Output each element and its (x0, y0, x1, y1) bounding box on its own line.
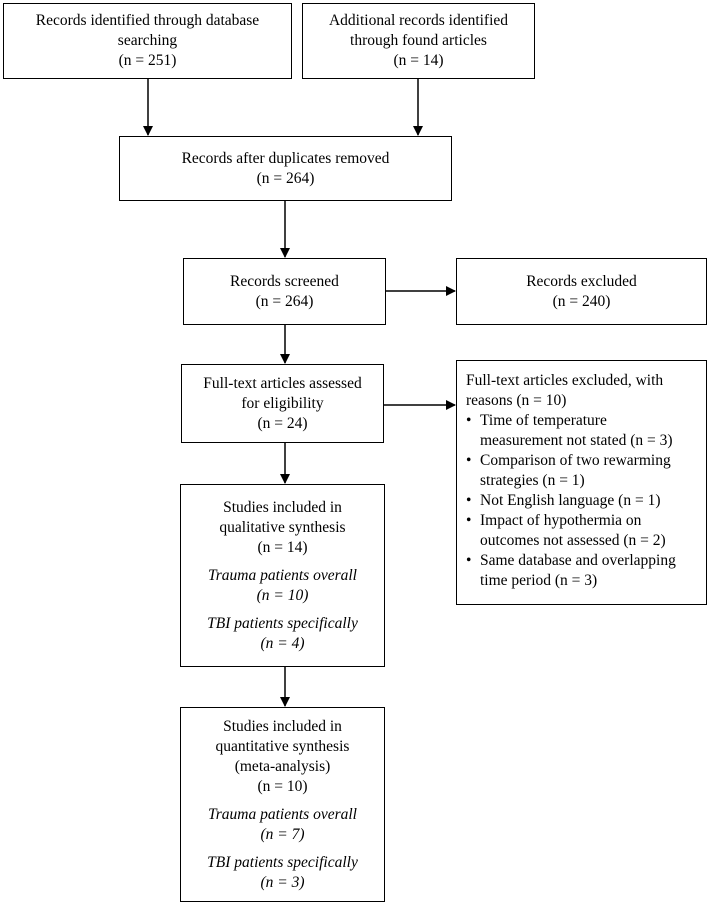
quant-tbi-label: TBI patients specifically (207, 853, 358, 871)
qual-tbi-label: TBI patients specifically (207, 614, 358, 632)
dup-count: (n = 264) (256, 169, 315, 187)
quant-line1: Studies included in (223, 717, 342, 735)
ft-line1: Full-text articles assessed (203, 374, 362, 392)
qual-trauma-label: Trauma patients overall (208, 566, 357, 584)
add-line2: through found articles (350, 32, 487, 49)
box-records-excluded: Records excluded (n = 240) (456, 258, 707, 325)
reason-item: Time of temperature measurement not stat… (466, 411, 676, 451)
scr-count: (n = 264) (255, 292, 314, 310)
scr-line1: Records screened (230, 272, 339, 290)
qual-tbi-count: (n = 4) (260, 634, 305, 652)
quant-tbi-count: (n = 3) (260, 873, 305, 891)
box-duplicates-removed: Records after duplicates removed (n = 26… (119, 136, 452, 201)
box-quantitative-synthesis: Studies included in quantitative synthes… (180, 707, 385, 902)
box-qualitative-synthesis: Studies included in qualitative synthesi… (180, 484, 385, 667)
qual-trauma-count: (n = 10) (256, 586, 309, 604)
db-line2: searching (117, 32, 178, 49)
qual-count: (n = 14) (257, 538, 308, 556)
ft-line2: for eligibility (241, 394, 324, 412)
db-line1: Records identified through database (35, 12, 260, 29)
exc-line1: Records excluded (526, 272, 637, 290)
reason-item: Not English language (n = 1) (466, 491, 676, 511)
box-database-search: Records identified through database sear… (3, 3, 292, 79)
box-additional-records: Additional records identified through fo… (302, 3, 535, 79)
box-records-screened: Records screened (n = 264) (183, 258, 386, 325)
reason-item: Comparison of two rewarming strategies (… (466, 451, 676, 491)
fte-line1: Full-text articles excluded, with (466, 372, 664, 389)
ft-count: (n = 24) (257, 414, 308, 432)
reason-item: Same database and overlapping time perio… (466, 551, 676, 591)
add-line1: Additional records identified (328, 12, 509, 29)
quant-trauma-label: Trauma patients overall (208, 805, 357, 823)
fte-line2: reasons (n = 10) (466, 392, 567, 409)
db-count: (n = 251) (118, 52, 177, 69)
box-fulltext-excluded: Full-text articles excluded, with reason… (456, 360, 707, 605)
quant-line2: quantitative synthesis (215, 737, 350, 755)
qual-line1: Studies included in (223, 498, 342, 516)
exclusion-reasons-list: Time of temperature measurement not stat… (466, 411, 676, 591)
dup-line1: Records after duplicates removed (181, 149, 390, 167)
qual-line2: qualitative synthesis (219, 518, 346, 536)
quant-count: (n = 10) (257, 777, 308, 795)
add-count: (n = 14) (393, 52, 444, 69)
box-fulltext-assessed: Full-text articles assessed for eligibil… (181, 364, 384, 443)
quant-line3: (meta-analysis) (234, 757, 331, 775)
quant-trauma-count: (n = 7) (260, 825, 305, 843)
exc-count: (n = 240) (552, 292, 611, 310)
reason-item: Impact of hypothermia on outcomes not as… (466, 511, 676, 551)
